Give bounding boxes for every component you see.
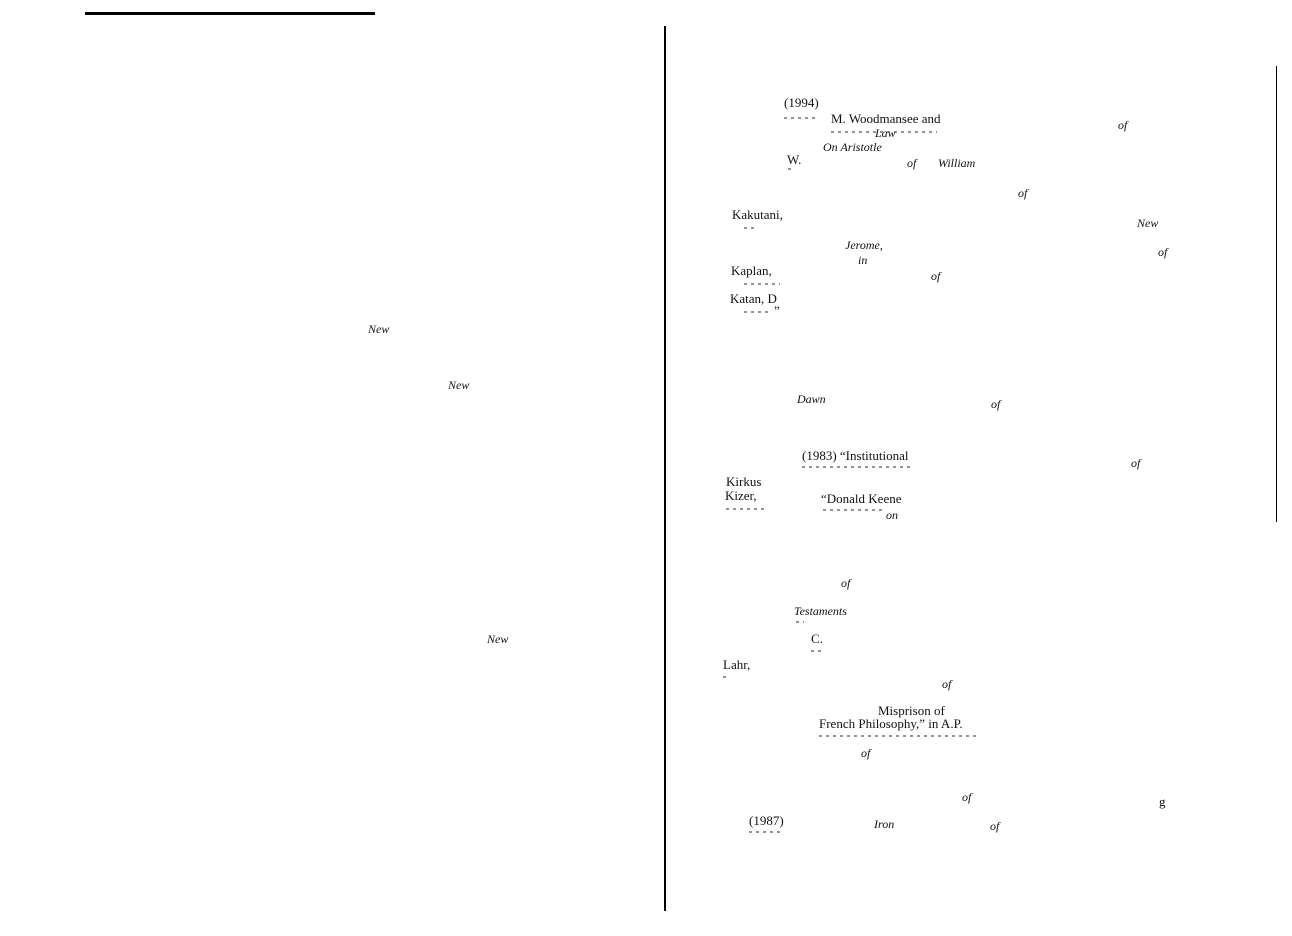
text-residue [744, 311, 768, 313]
left-fragment: New [448, 378, 470, 392]
right-fragment: Testaments [794, 604, 847, 618]
right-fragment: On Aristotle [823, 140, 882, 154]
right-fragment: “Donald Keene [821, 491, 902, 506]
right-fragment: of [1118, 118, 1128, 132]
right-fragment: Dawn [797, 392, 826, 406]
text-residue [726, 508, 766, 510]
text-residue [819, 735, 979, 737]
right-fragment: of [861, 746, 871, 760]
right-fragment: (1983) “Institutional [802, 448, 909, 463]
text-residue [744, 227, 756, 229]
right-fragment: Law [875, 126, 896, 140]
right-fragment: W. [787, 152, 802, 167]
right-fragment: of [991, 397, 1001, 411]
right-fragment: Kakutani, [732, 207, 783, 222]
right-fragment: Lahr, [723, 657, 751, 672]
right-fragment: of [931, 269, 941, 283]
right-fragment: Kizer, [725, 488, 757, 503]
right-fragment: C. [811, 631, 823, 646]
right-fragment: of [841, 576, 851, 590]
right-fragment: Iron [874, 817, 895, 831]
page-gutter-rule [664, 26, 666, 911]
right-fragment: of [990, 819, 1000, 833]
right-fragment: Misprison of [878, 703, 945, 718]
text-residue [831, 131, 937, 133]
right-fragment: Jerome, [845, 238, 883, 252]
text-residue [744, 283, 780, 285]
right-fragment: of [1158, 245, 1168, 259]
text-residue [823, 509, 883, 511]
left-fragment: New [368, 322, 390, 336]
right-fragment: of [1131, 456, 1141, 470]
right-fragment: Katan, D [730, 291, 777, 306]
right-fragment: (1987) [749, 813, 784, 828]
margin-rule [1276, 66, 1277, 522]
right-fragment: of [942, 677, 952, 691]
text-residue [749, 831, 783, 833]
text-residue [796, 621, 804, 623]
right-fragment: ” [774, 303, 780, 318]
right-fragment: Kaplan, [731, 263, 772, 278]
right-fragment: of [907, 156, 917, 170]
text-residue [723, 676, 729, 678]
text-residue [802, 466, 912, 468]
left-fragment: New [487, 632, 509, 646]
right-fragment: in [858, 253, 868, 267]
right-fragment: Kirkus [726, 474, 762, 489]
text-residue [811, 650, 825, 652]
text-residue [784, 117, 818, 119]
right-fragment: (1994) [784, 95, 819, 110]
right-fragment: New [1137, 216, 1159, 230]
header-rule [85, 12, 375, 15]
right-fragment: William [938, 156, 976, 170]
right-fragment: French Philosophy,” in A.P. [819, 716, 963, 731]
right-fragment: on [886, 508, 898, 522]
right-fragment: g [1159, 794, 1166, 809]
right-fragment: of [1018, 186, 1028, 200]
text-residue [788, 168, 794, 170]
right-fragment: of [962, 790, 972, 804]
right-fragment: M. Woodmansee and [831, 111, 941, 126]
